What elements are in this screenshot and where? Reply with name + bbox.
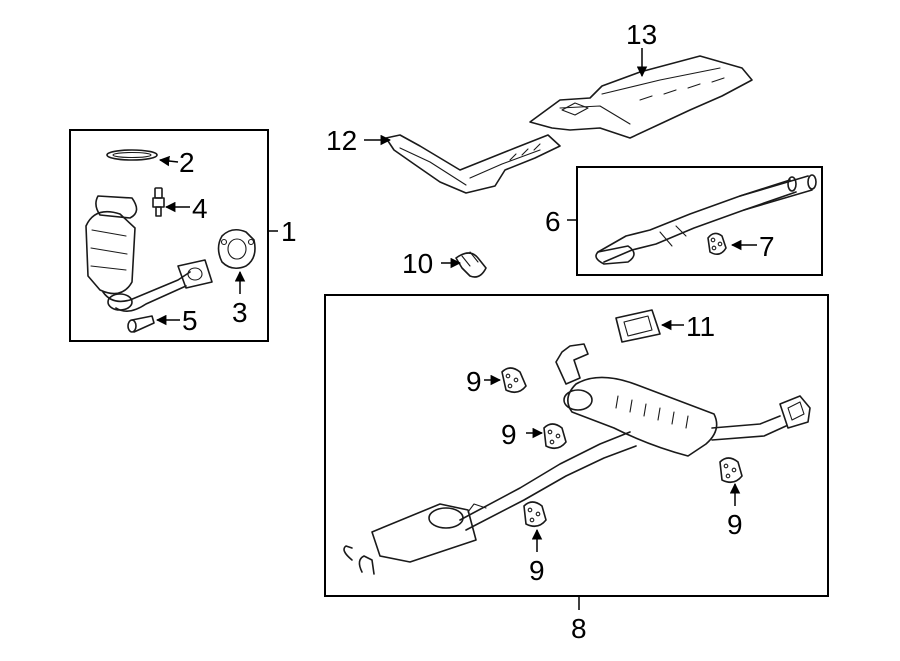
- callout-2: 2: [179, 147, 195, 178]
- arrow-2: [158, 155, 179, 167]
- callout-1: 1: [281, 216, 297, 247]
- callout-8: 8: [571, 613, 587, 644]
- part-1-catalytic-converter: [85, 195, 213, 312]
- callout-3: 3: [232, 297, 248, 328]
- callout-13: 13: [626, 19, 657, 50]
- part-9-hanger-a: [501, 367, 527, 394]
- callout-9a: 9: [466, 366, 482, 397]
- part-13-heat-shield: [529, 55, 753, 139]
- part-9-hanger-d: [719, 457, 743, 484]
- part-12-heat-shield: [385, 134, 561, 194]
- callout-11: 11: [686, 311, 715, 342]
- callout-9d: 9: [727, 509, 743, 540]
- callout-4: 4: [192, 193, 208, 224]
- callout-10: 10: [402, 248, 433, 279]
- callout-9c: 9: [529, 555, 545, 586]
- part-11-gasket: [615, 309, 661, 343]
- part-4-oxygen-sensor: [152, 187, 165, 217]
- callout-9b: 9: [501, 419, 517, 450]
- part-9-hanger-c: [523, 501, 547, 528]
- group-box-muffler: [324, 294, 829, 597]
- part-7-hanger: [707, 232, 727, 256]
- part-5-bolt: [127, 315, 155, 333]
- group-box-front-pipe: [576, 166, 823, 276]
- group-box-converter: [69, 129, 269, 342]
- part-3-flange-gasket: [217, 228, 256, 270]
- part-8-muffler-assembly: [343, 343, 811, 575]
- callout-7: 7: [759, 231, 775, 262]
- part-9-hanger-b: [543, 423, 567, 450]
- callout-12: 12: [326, 125, 357, 156]
- callout-6: 6: [545, 206, 561, 237]
- part-6-front-pipe: [595, 174, 817, 265]
- part-10-clip: [455, 251, 487, 278]
- part-2-gasket: [106, 149, 158, 161]
- callout-5: 5: [182, 305, 198, 336]
